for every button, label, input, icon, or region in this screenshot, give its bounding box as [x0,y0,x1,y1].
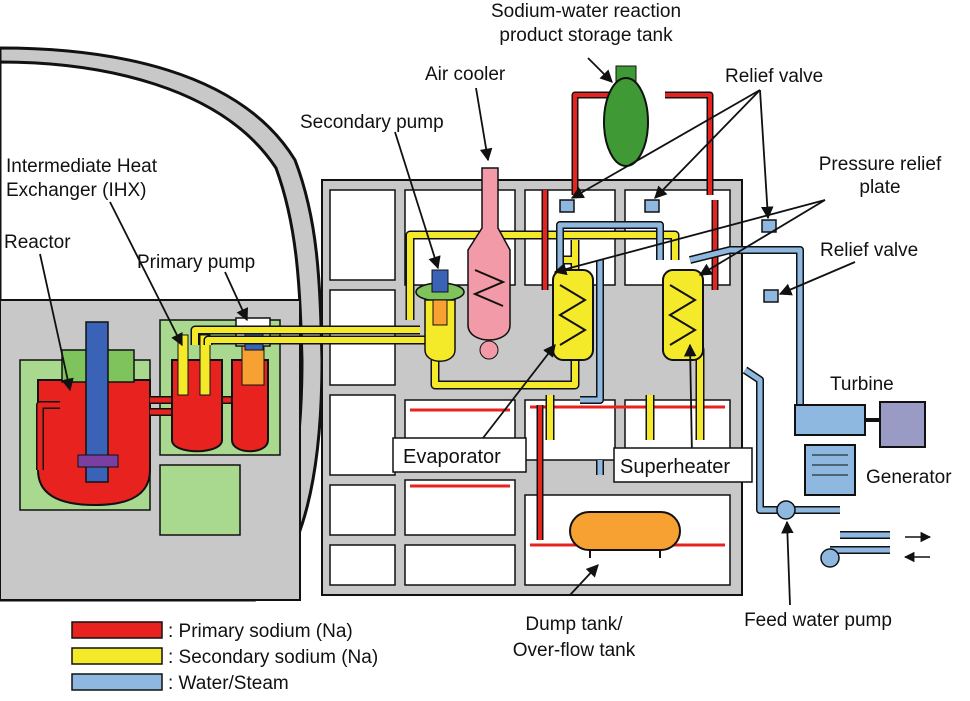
legend-label-primary: : Primary sodium (Na) [168,621,353,642]
relief-valves [559,199,779,303]
reactor-label: Reactor [4,232,71,253]
secondary-pump [415,269,465,362]
dump-tank-label-2: Over-flow tank [513,640,636,661]
feed-water-pump-label: Feed water pump [744,610,892,631]
relief-valve-right-label: Relief valve [820,240,918,261]
storage-tank [603,65,649,167]
superheater-label: Superheater [620,456,730,478]
generator-unit [865,401,926,448]
storage-tank-label-2: product storage tank [499,25,673,46]
reaction-product-lines [536,91,719,540]
evaporator-callout: Evaporator [392,437,527,473]
pressure-relief-label-2: plate [859,177,900,198]
superheater-callout: Superheater [613,447,753,483]
leader-lines [39,57,856,606]
secondary-pump-label: Secondary pump [300,112,444,133]
legend-swatch-secondary [71,647,163,665]
dump-tank [569,511,681,558]
air-cooler [467,167,511,360]
labels: Sodium-water reaction product storage ta… [4,1,952,661]
relief-valve-top-label: Relief valve [725,66,823,87]
turbine-label: Turbine [830,374,894,395]
ihx-label-2: Exchanger (IHX) [6,180,146,201]
evaporator-label: Evaporator [403,446,501,468]
legend-swatch-primary [71,621,163,639]
evaporator [552,269,594,361]
feed-water-pumps [776,500,840,568]
superheater [662,269,704,361]
flow-arrows [903,531,932,563]
storage-tank-label-1: Sodium-water reaction [491,1,681,22]
air-cooler-label: Air cooler [425,64,506,85]
primary-pump-label: Primary pump [137,252,255,273]
legend: : Primary sodium (Na) : Secondary sodium… [71,621,378,694]
legend-label-water: : Water/Steam [168,673,289,694]
legend-label-secondary: : Secondary sodium (Na) [168,647,378,668]
generator-label: Generator [866,467,952,488]
reactor [37,321,151,507]
ihx-label-1: Intermediate Heat [6,156,158,177]
turbine [794,404,866,496]
pressure-relief-label-1: Pressure relief [819,154,942,175]
dump-tank-label-1: Dump tank/ [525,614,623,635]
intermediate-heat-exchanger [171,334,223,453]
water-steam-loop [556,221,890,554]
legend-swatch-water [71,673,163,691]
